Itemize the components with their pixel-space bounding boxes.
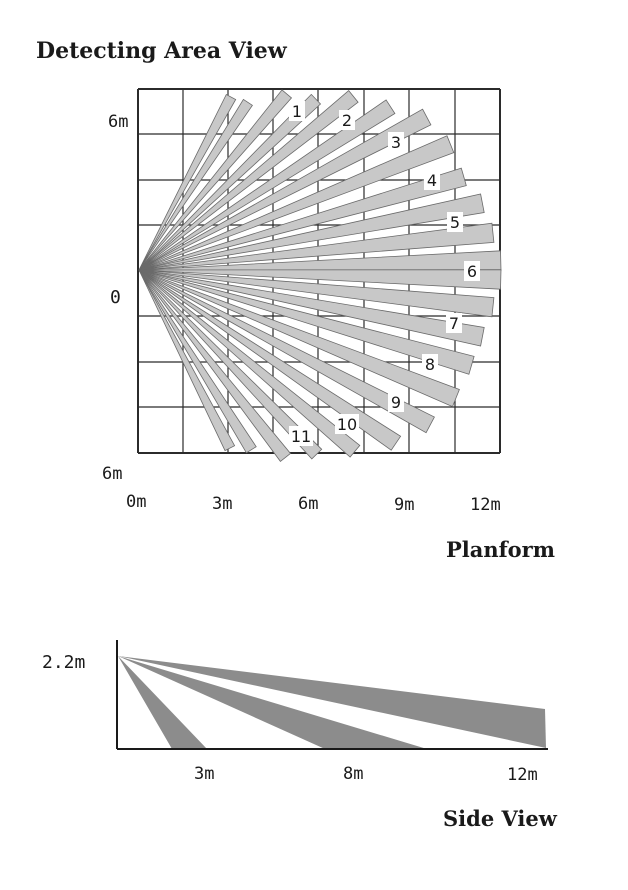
detection-beam <box>138 98 253 271</box>
zone-label-bg <box>446 313 462 333</box>
side-x-label-3m: 3m <box>194 764 214 784</box>
detection-beam <box>138 269 361 458</box>
zone-label-bg <box>388 392 404 412</box>
x-label-6m: 6m <box>298 494 318 514</box>
zone-label-9: 9 <box>391 393 401 412</box>
zone-label-bg <box>289 426 313 446</box>
detection-beam <box>138 90 359 271</box>
detection-beam <box>138 269 502 290</box>
x-label-9m: 9m <box>394 495 414 515</box>
planform-caption: Planform <box>446 537 555 562</box>
zone-label-8: 8 <box>425 355 435 374</box>
zone-label-2: 2 <box>342 111 352 130</box>
y-label-bottom: 6m <box>102 464 122 484</box>
detection-beam <box>138 99 396 271</box>
detection-beam <box>138 135 455 271</box>
diagram-title: Detecting Area View <box>36 38 288 64</box>
zone-label-bg <box>424 170 440 190</box>
detection-beam <box>138 222 495 271</box>
side-x-label-12m: 12m <box>507 765 538 785</box>
zone-label-6: 6 <box>467 262 477 281</box>
zone-label-3: 3 <box>391 133 401 152</box>
detection-beam <box>138 89 293 271</box>
detection-beam <box>138 269 292 462</box>
zone-labels: 1 2 3 4 5 6 7 8 9 10 11 <box>289 101 480 446</box>
side-height-label: 2.2m <box>42 652 85 673</box>
zone-label-bg <box>388 132 404 152</box>
zone-label-4: 4 <box>427 171 437 190</box>
zone-label-11: 11 <box>291 427 311 446</box>
side-beam <box>118 656 207 749</box>
side-beam <box>118 656 546 748</box>
zone-label-1: 1 <box>292 102 302 121</box>
y-label-middle: 0 <box>110 287 121 308</box>
planform-beams <box>138 89 502 462</box>
zone-label-bg <box>464 261 480 281</box>
side-view-beams <box>118 656 546 749</box>
side-beam <box>118 656 427 749</box>
detection-beam <box>138 269 236 452</box>
detection-beam <box>138 269 460 408</box>
x-label-12m: 12m <box>470 495 501 515</box>
zone-label-bg <box>447 212 463 232</box>
detection-beam <box>138 108 432 271</box>
detection-beam <box>138 193 485 271</box>
detection-beam <box>138 167 467 271</box>
zone-label-bg <box>335 414 359 434</box>
detection-beam <box>138 269 323 460</box>
zone-label-7: 7 <box>449 314 459 333</box>
detection-beam <box>138 269 402 451</box>
detection-beam <box>138 269 257 454</box>
detection-beam <box>138 93 322 271</box>
zone-label-5: 5 <box>450 213 460 232</box>
x-label-3m: 3m <box>212 494 232 514</box>
zone-label-bg <box>422 354 438 374</box>
detection-beam <box>138 269 435 434</box>
side-x-label-8m: 8m <box>343 764 363 784</box>
zone-label-10: 10 <box>337 415 357 434</box>
x-label-0m: 0m <box>126 492 146 512</box>
side-view-caption: Side View <box>443 806 558 831</box>
detection-beam <box>138 269 485 347</box>
zone-label-bg <box>289 101 305 121</box>
detection-beam <box>138 269 475 375</box>
zone-label-bg <box>339 110 355 130</box>
detection-beam <box>138 93 237 271</box>
detection-beam <box>138 269 495 318</box>
y-label-top: 6m <box>108 112 128 132</box>
